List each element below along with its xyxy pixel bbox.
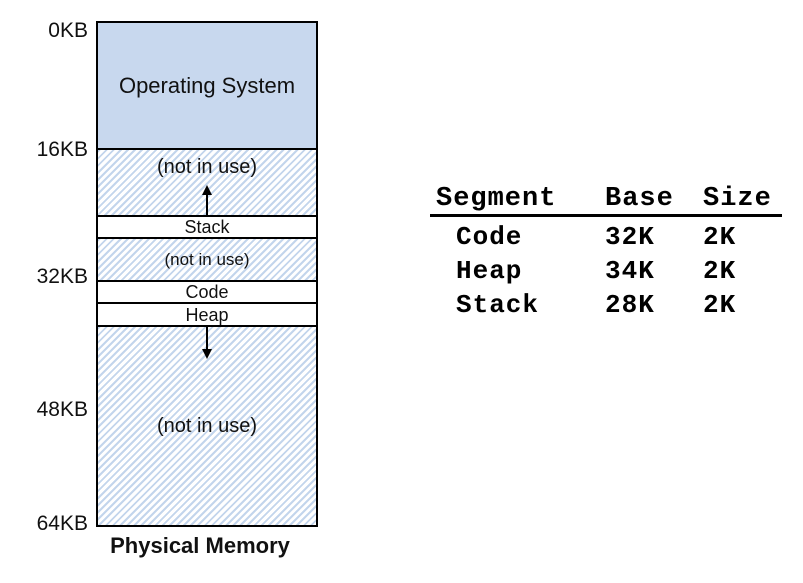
cell-base: 28K: [605, 290, 655, 320]
cell-size: 2K: [703, 222, 737, 252]
table-body: Code 32K 2K Heap 34K 2K Stack 28K 2K: [430, 217, 782, 322]
segment-label: Operating System: [118, 72, 296, 98]
cell-size: 2K: [703, 290, 737, 320]
segment-label: (not in use): [156, 156, 258, 178]
cell-size: 2K: [703, 256, 737, 286]
diagram-title: Physical Memory: [110, 533, 290, 558]
cell-base: 34K: [605, 256, 655, 286]
table-row-heap: Heap 34K 2K: [430, 254, 782, 288]
cell-base: 32K: [605, 222, 655, 252]
axis-label-16kb: 16KB: [36, 138, 88, 161]
arrow-stem: [206, 193, 208, 215]
cell-segment: Code: [456, 222, 523, 252]
segment-label: Heap: [185, 304, 229, 325]
segment-code: Code: [98, 280, 316, 302]
segment-label: (not in use): [164, 249, 250, 269]
segment-label: Stack: [184, 217, 230, 237]
axis-label-48kb: 48KB: [36, 398, 88, 421]
stack-growth-arrow-icon: [201, 185, 213, 215]
table-row-stack: Stack 28K 2K: [430, 288, 782, 322]
arrow-head: [202, 349, 212, 359]
segment-not-in-use-top: (not in use): [98, 148, 316, 215]
axis-label-0kb: 0KB: [48, 19, 88, 42]
table-header-row: Segment Base Size: [430, 186, 782, 217]
axis-label-64kb: 64KB: [36, 512, 88, 535]
segment-register-table: Segment Base Size Code 32K 2K Heap 34K 2…: [430, 186, 782, 322]
column-header-segment: Segment: [436, 184, 557, 214]
table-row-code: Code 32K 2K: [430, 220, 782, 254]
segment-label: (not in use): [156, 414, 258, 437]
segment-not-in-use-bottom: (not in use): [98, 325, 316, 525]
physical-memory-box: Operating System (not in use) Stack (not…: [96, 21, 318, 527]
cell-segment: Heap: [456, 256, 523, 286]
arrow-head: [202, 185, 212, 195]
column-header-base: Base: [605, 184, 674, 214]
segment-not-in-use-middle: (not in use): [98, 237, 316, 280]
axis-label-32kb: 32KB: [36, 265, 88, 288]
heap-growth-arrow-icon: [201, 327, 213, 359]
segment-stack: Stack: [98, 215, 316, 237]
arrow-stem: [206, 327, 208, 350]
cell-segment: Stack: [456, 290, 540, 320]
segment-operating-system: Operating System: [98, 23, 316, 148]
segment-heap: Heap: [98, 302, 316, 325]
column-header-size: Size: [703, 184, 772, 214]
segment-label: Code: [185, 282, 229, 302]
